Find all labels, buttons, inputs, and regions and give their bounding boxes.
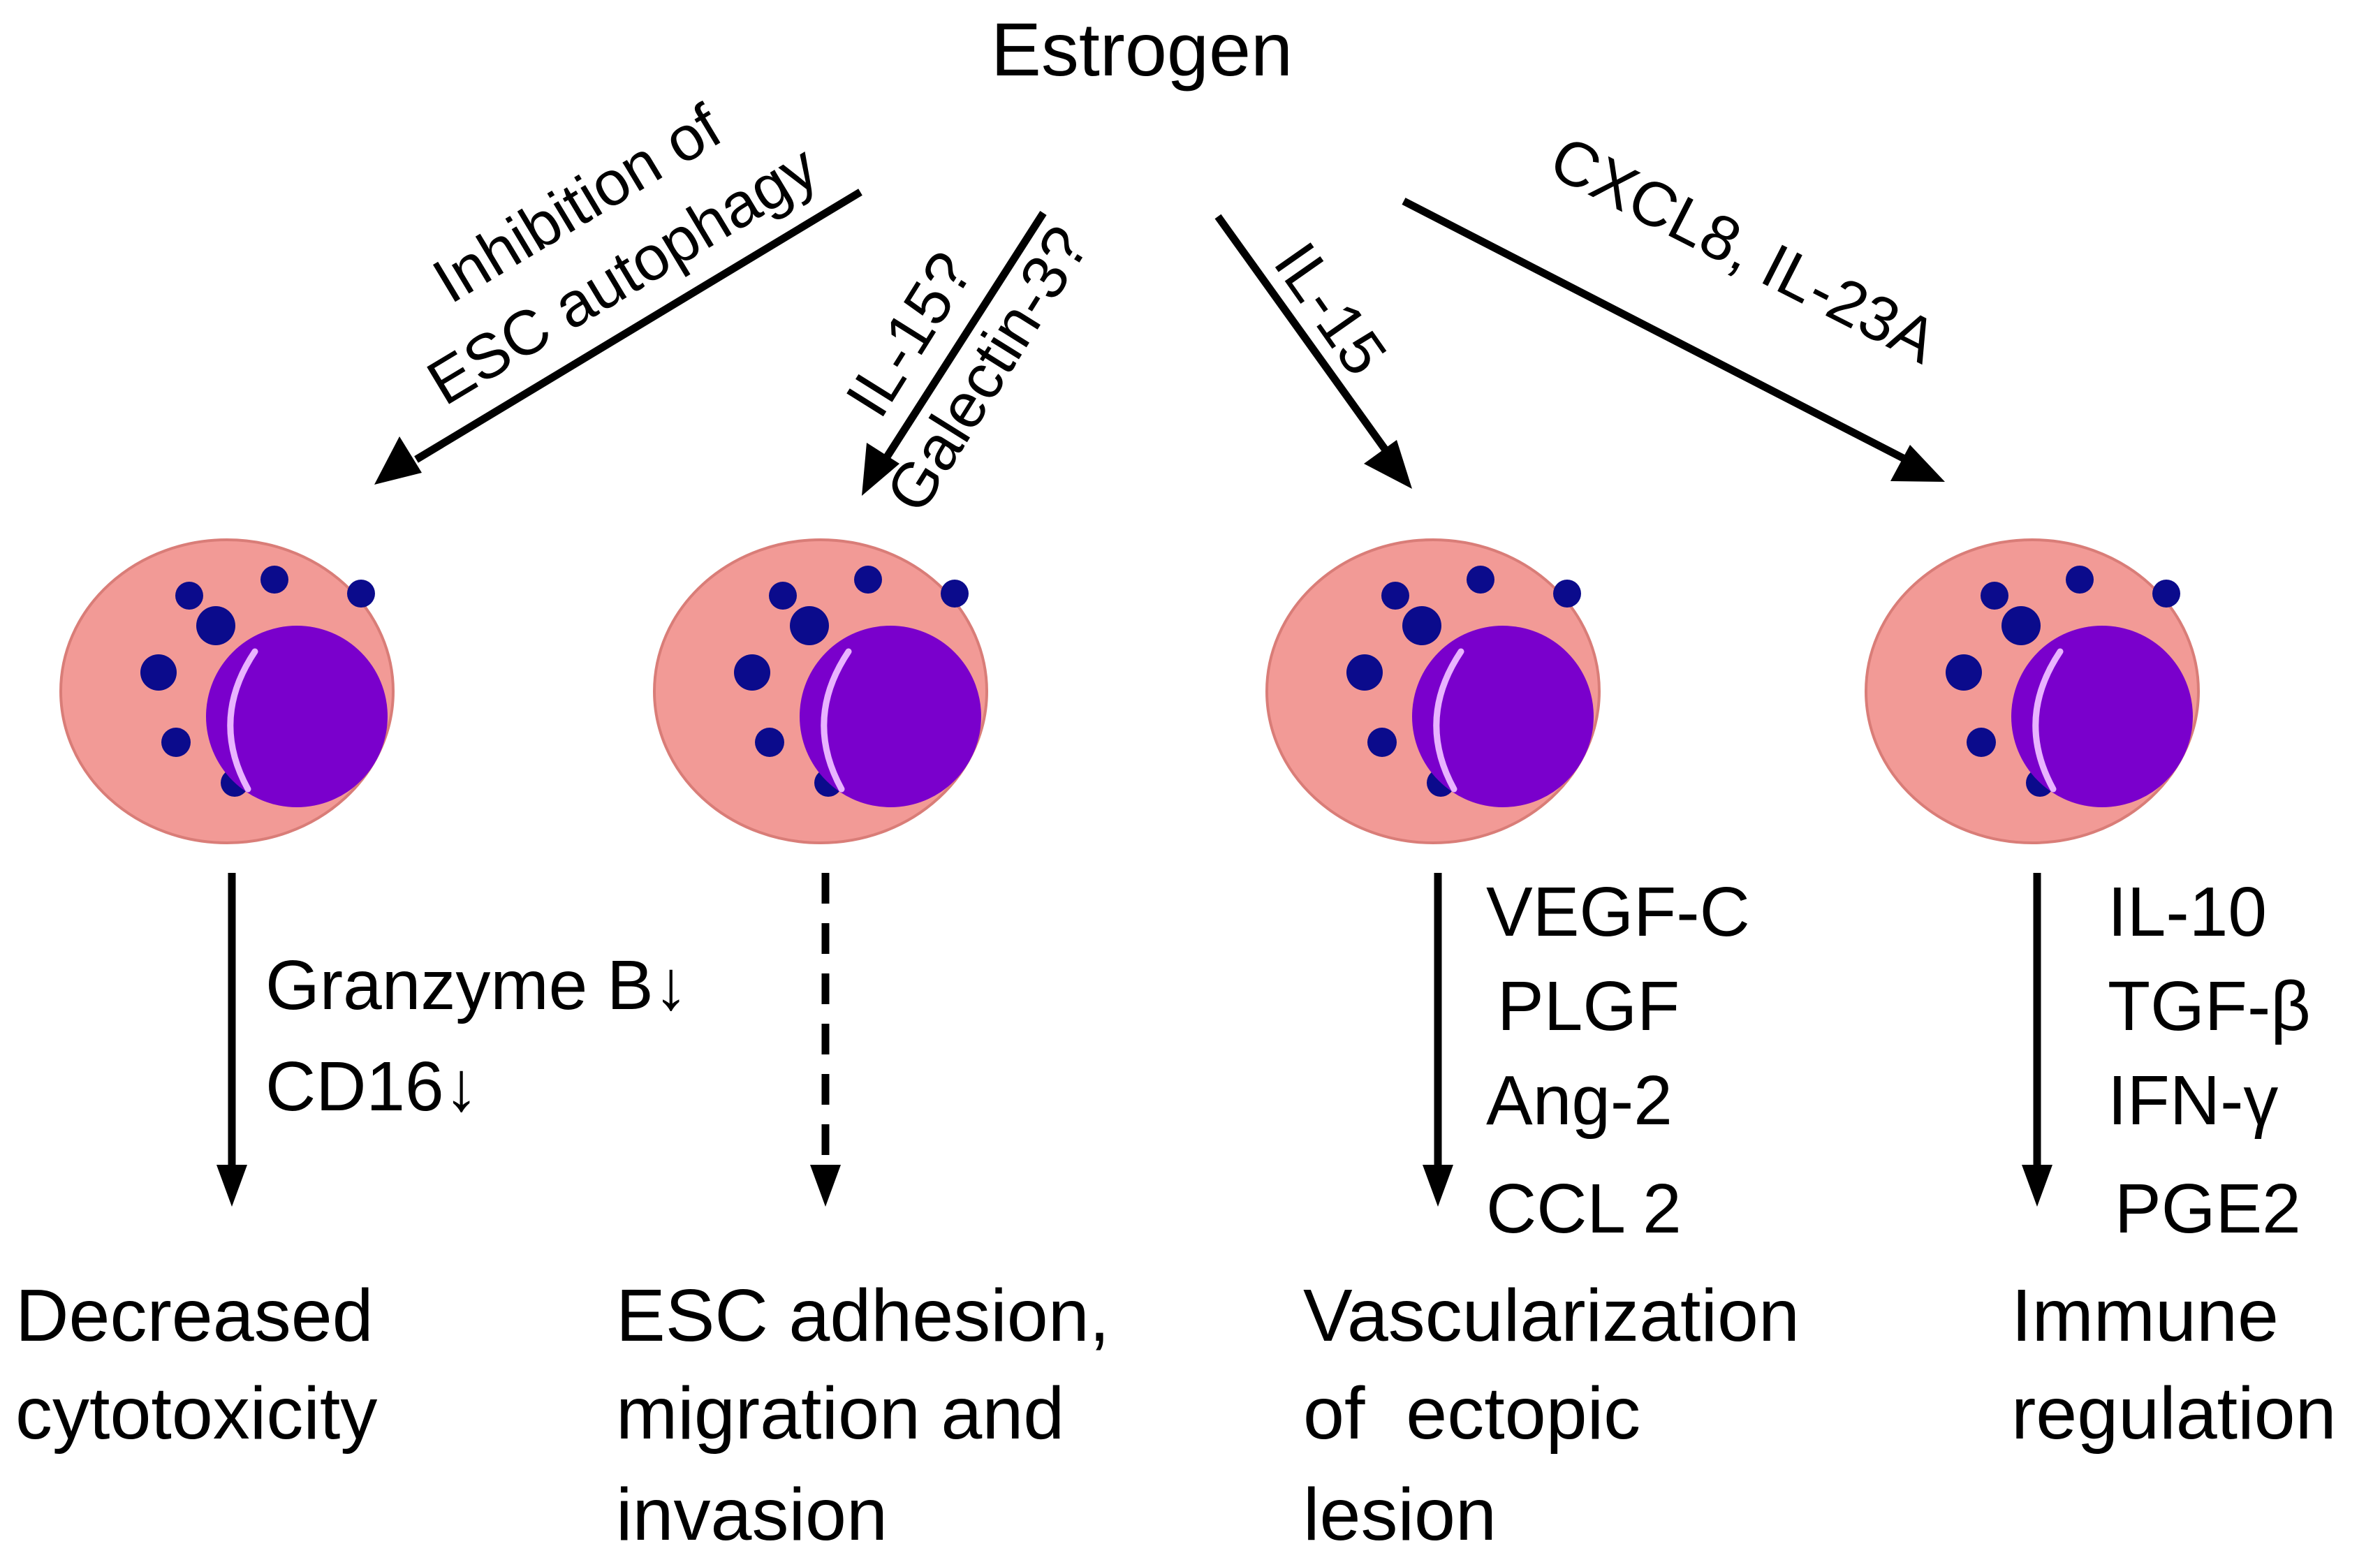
arrow-cell-1-down (216, 873, 247, 1207)
granule (347, 580, 375, 608)
granule (1467, 566, 1494, 594)
cell-nucleus (2011, 626, 2193, 807)
granule (1553, 580, 1581, 608)
estrogen-label: Estrogen (991, 7, 1293, 91)
granule (1367, 728, 1397, 757)
arrow-estrogen-to-cell-1 (374, 189, 862, 485)
nucleus-highlight (821, 648, 852, 793)
granule (755, 728, 784, 757)
outcome-4-line-2: regulation (2011, 1372, 2337, 1455)
nk-cell-4 (1865, 538, 2200, 844)
granule (1967, 728, 1996, 757)
arrow-estrogen-to-cell-2 (862, 211, 1047, 496)
arrow-cell-4-down (2022, 873, 2052, 1207)
marker-granzyme-b: Granzyme B↓ (265, 946, 689, 1024)
granule (1981, 582, 2008, 610)
outcome-4-line-1: Immune (2011, 1274, 2279, 1357)
arrow-cell-2-down-dashed (810, 873, 841, 1207)
granule (734, 654, 770, 691)
marker-ifn-gamma: IFN-γ (2108, 1061, 2278, 1140)
granule (769, 582, 797, 610)
nk-cells-group (59, 538, 2200, 844)
granule (854, 566, 882, 594)
arrow-estrogen-to-cell-3 (1214, 214, 1412, 489)
granule (175, 582, 203, 610)
marker-pge2: PGE2 (2115, 1170, 2301, 1248)
outcome-1-line-1: Decreased (15, 1274, 374, 1357)
outcome-1-line-2: cytotoxicity (15, 1372, 377, 1455)
nk-cell-3 (1265, 538, 1601, 844)
outcome-2-line-2: migration and (616, 1372, 1064, 1455)
granule (196, 606, 235, 645)
granule (1402, 606, 1441, 645)
marker-ccl-2: CCL 2 (1486, 1170, 1682, 1248)
granule (1346, 654, 1383, 691)
granule (140, 654, 177, 691)
nucleus-highlight (1433, 648, 1464, 793)
marker-vegf-c: VEGF-C (1486, 873, 1750, 951)
outcome-2-line-1: ESC adhesion, (616, 1274, 1110, 1357)
granule (2152, 580, 2180, 608)
cell-nucleus (1412, 626, 1594, 807)
marker-il-10: IL-10 (2108, 873, 2267, 951)
label-cxcl8-il23a: CXCL8, IL-23A (1539, 123, 1948, 377)
outcome-3-line-1: Vascularization (1303, 1274, 1800, 1357)
nucleus-highlight (227, 648, 258, 793)
nk-cell-1 (59, 538, 395, 844)
marker-cd16: CD16↓ (265, 1047, 479, 1126)
nk-cell-2 (653, 538, 988, 844)
cell-nucleus (206, 626, 388, 807)
granule (161, 728, 191, 757)
outcome-2-line-3: invasion (616, 1473, 888, 1556)
cell-nucleus (800, 626, 981, 807)
granule (941, 580, 969, 608)
granule (260, 566, 288, 594)
granule (1946, 654, 1982, 691)
marker-ang-2: Ang-2 (1486, 1061, 1673, 1140)
granule (790, 606, 829, 645)
marker-tgf-beta: TGF-β (2108, 967, 2311, 1045)
granule (2001, 606, 2041, 645)
outcome-3-line-3: lesion (1303, 1473, 1497, 1556)
marker-plgf: PLGF (1497, 967, 1680, 1045)
arrow-cell-3-down (1423, 873, 1453, 1207)
granule (2066, 566, 2094, 594)
outcome-3-line-2: of ectopic (1303, 1372, 1640, 1455)
granule (1381, 582, 1409, 610)
nucleus-highlight (2032, 648, 2064, 793)
arrow-estrogen-to-cell-4 (1402, 198, 1945, 482)
